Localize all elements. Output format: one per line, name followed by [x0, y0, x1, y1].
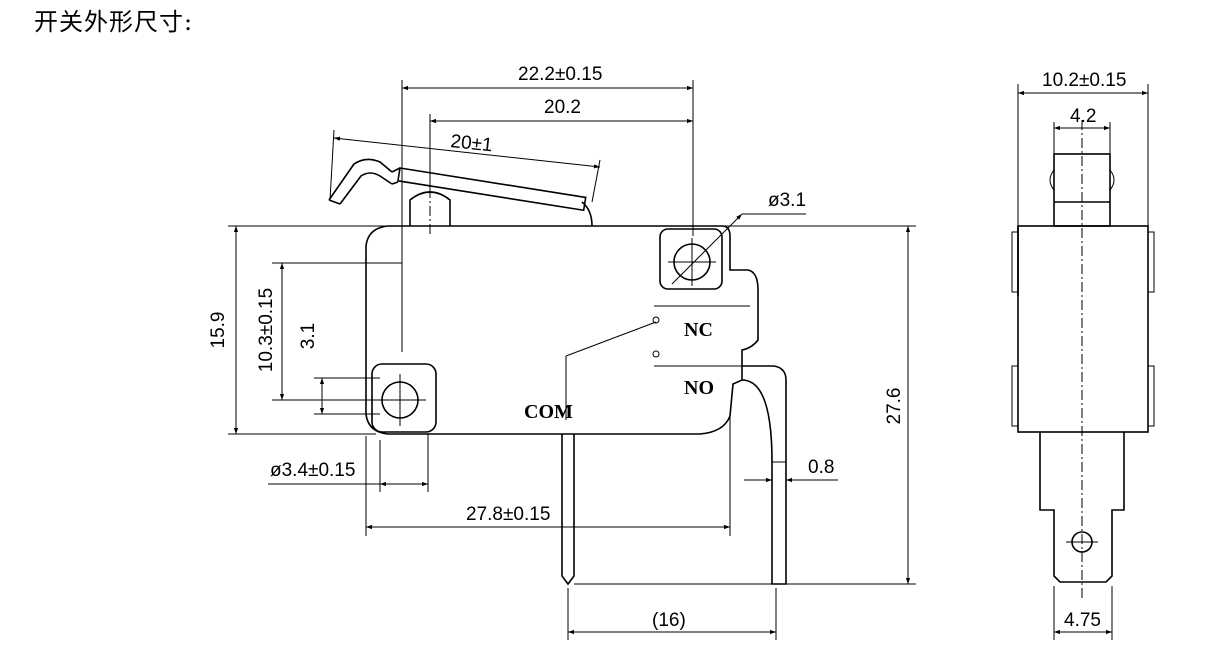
front-dimensions: 22.2±0.15 20.2 20±1 ø3.1 15.9 10.3±0.15: [208, 64, 916, 640]
dim-terminal-thickness: 0.8: [808, 457, 834, 478]
dim-lever-length: 20±1: [449, 131, 493, 156]
dim-hole-dia-large: ø3.4±0.15: [270, 460, 355, 481]
page-title: 开关外形尺寸:: [34, 8, 194, 36]
lever-arm: [328, 158, 593, 236]
contact-mechanism: [565, 305, 750, 420]
dim-pin-hole-offset: 3.1: [298, 323, 319, 349]
side-view: 10.2±0.15 4.2 4.75: [1011, 70, 1155, 640]
dim-pin-hole-height: 10.3±0.15: [256, 288, 277, 372]
dim-terminal-width: 4.75: [1064, 610, 1101, 631]
no-label: NO: [684, 377, 714, 399]
dim-hole-to-hole: 20.2: [544, 97, 581, 118]
dim-side-width: 10.2±0.15: [1042, 70, 1126, 91]
dim-hole-dia-small: ø3.1: [768, 190, 806, 211]
mounting-hole-top: [659, 213, 806, 290]
dim-terminal-pitch: (16): [652, 610, 686, 631]
mounting-hole-bottom: [371, 363, 437, 433]
dim-body-length: 27.8±0.15: [466, 504, 550, 525]
com-terminal: [561, 434, 575, 586]
side-dimensions: 10.2±0.15 4.2 4.75: [1017, 70, 1149, 640]
front-view: NC NO COM 22.2±0.15 20.2 20±1 ø3.1: [208, 64, 916, 640]
side-terminal: [1039, 432, 1125, 583]
no-terminal: [741, 365, 787, 585]
nc-label: NC: [684, 319, 713, 341]
com-label: COM: [524, 401, 573, 423]
dim-overall-height: 27.6: [884, 388, 905, 425]
dim-body-height: 15.9: [208, 312, 229, 349]
dim-overall-length: 22.2±0.15: [518, 64, 602, 85]
dim-plunger-width: 4.2: [1070, 106, 1096, 127]
side-body: [1017, 225, 1149, 433]
